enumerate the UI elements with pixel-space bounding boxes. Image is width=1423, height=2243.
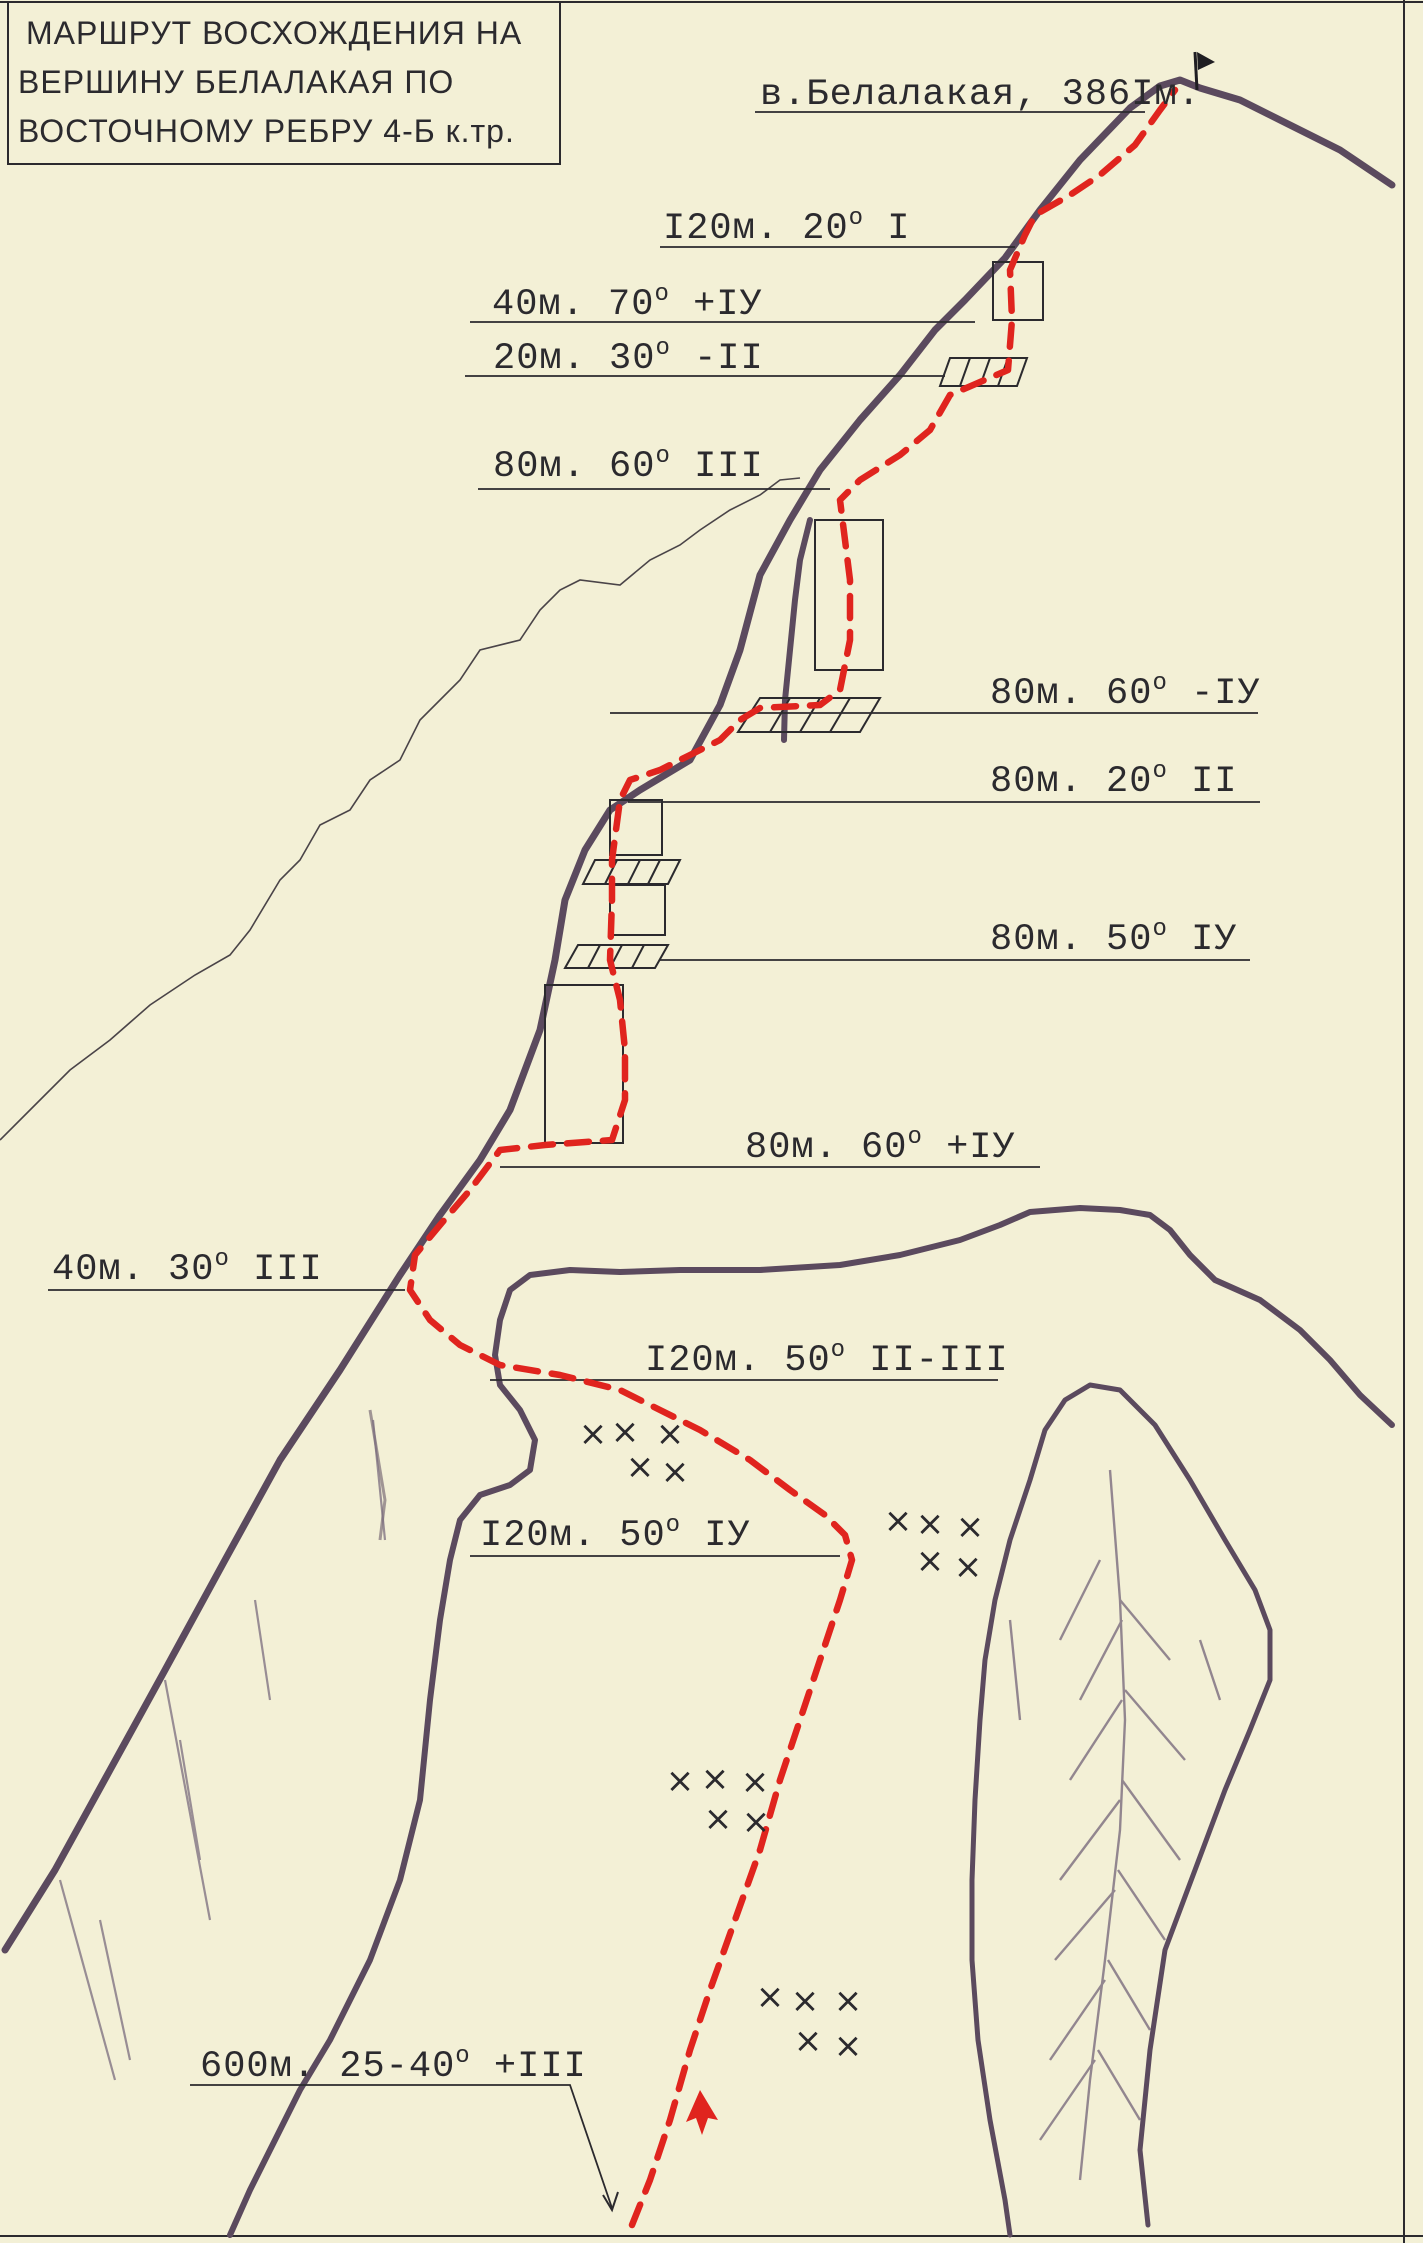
- pitch-label-6: 80м. 20о II: [990, 758, 1238, 803]
- cross-mark-icon: ×: [954, 1547, 983, 1587]
- hatched-sections: [563, 357, 1029, 969]
- cross-marks: ××××××××××××××××××××: [579, 1412, 985, 2066]
- pitch-label-2: 40м. 70о +IУ: [492, 281, 763, 326]
- route-start-arrow-icon: [686, 2090, 718, 2135]
- climbing-route: [406, 86, 1179, 2229]
- cross-mark-icon: ×: [656, 1414, 685, 1454]
- pitch-label-9: 40м. 30о III: [52, 1246, 323, 1291]
- cross-mark-icon: ×: [626, 1447, 655, 1487]
- pitch-label-7: 80м. 50о IУ: [990, 916, 1238, 961]
- pitch-label-11: I20м. 50о IУ: [480, 1512, 751, 1557]
- cross-mark-icon: ×: [956, 1507, 985, 1547]
- scree-hatching-left: [58, 1419, 387, 2081]
- cross-mark-icon: ×: [884, 1501, 913, 1541]
- cross-mark-icon: ×: [661, 1452, 690, 1492]
- pitch-boxes: [544, 261, 1044, 1144]
- pitch-label-5: 80м. 60о -IУ: [990, 670, 1261, 715]
- title-line-1: МАРШРУТ ВОСХОЖДЕНИЯ НА: [26, 15, 522, 51]
- cross-mark-icon: ×: [666, 1761, 695, 1801]
- lower-ridge: [227, 1205, 1395, 2238]
- pitch-label-10: I20м. 50о II-III: [645, 1337, 1009, 1382]
- cross-mark-icon: ×: [916, 1504, 945, 1544]
- cross-mark-icon: ×: [794, 2021, 823, 2061]
- title-box: МАРШРУТ ВОСХОЖДЕНИЯ НА ВЕРШИНУ БЕЛАЛАКАЯ…: [7, 1, 561, 165]
- pitch-label-4: 80м. 60о III: [493, 443, 764, 488]
- pitch-label-8: 80м. 60о +IУ: [745, 1124, 1016, 1169]
- label-leader-lines: [48, 111, 1260, 2213]
- background-ridge-thin: [0, 477, 801, 1141]
- summit-label: в.Белалакая, 386Iм.: [760, 74, 1201, 116]
- scree-hatching-right: [1008, 1469, 1222, 2181]
- pitch-label-12: 600м. 25-40о +III: [200, 2043, 587, 2088]
- pitch-label-3: 20м. 30о -II: [493, 335, 764, 380]
- summit-flag-icon: [1193, 51, 1215, 91]
- title-line-2: ВЕРШИНУ БЕЛАЛАКАЯ ПО: [18, 64, 454, 100]
- cross-mark-icon: ×: [916, 1541, 945, 1581]
- cross-mark-icon: ×: [742, 1802, 771, 1842]
- cross-mark-icon: ×: [579, 1414, 608, 1454]
- cross-mark-icon: ×: [834, 2026, 863, 2066]
- right-peak-outline: [969, 1382, 1273, 2238]
- cross-mark-icon: ×: [791, 1981, 820, 2021]
- cross-mark-icon: ×: [704, 1799, 733, 1839]
- title-line-3: ВОСТОЧНОМУ РЕБРУ 4-Б к.тр.: [18, 113, 515, 149]
- cross-mark-icon: ×: [756, 1977, 785, 2017]
- cross-mark-icon: ×: [611, 1412, 640, 1452]
- labels: в.Белалакая, 386Iм. I20м. 20о I 40м. 70о…: [52, 74, 1261, 2088]
- cross-mark-icon: ×: [701, 1759, 730, 1799]
- pitch-label-1: I20м. 20о I: [663, 205, 911, 250]
- cross-mark-icon: ×: [834, 1981, 863, 2021]
- cross-mark-icon: ×: [741, 1762, 770, 1802]
- main-ridge: [1, 76, 1396, 1954]
